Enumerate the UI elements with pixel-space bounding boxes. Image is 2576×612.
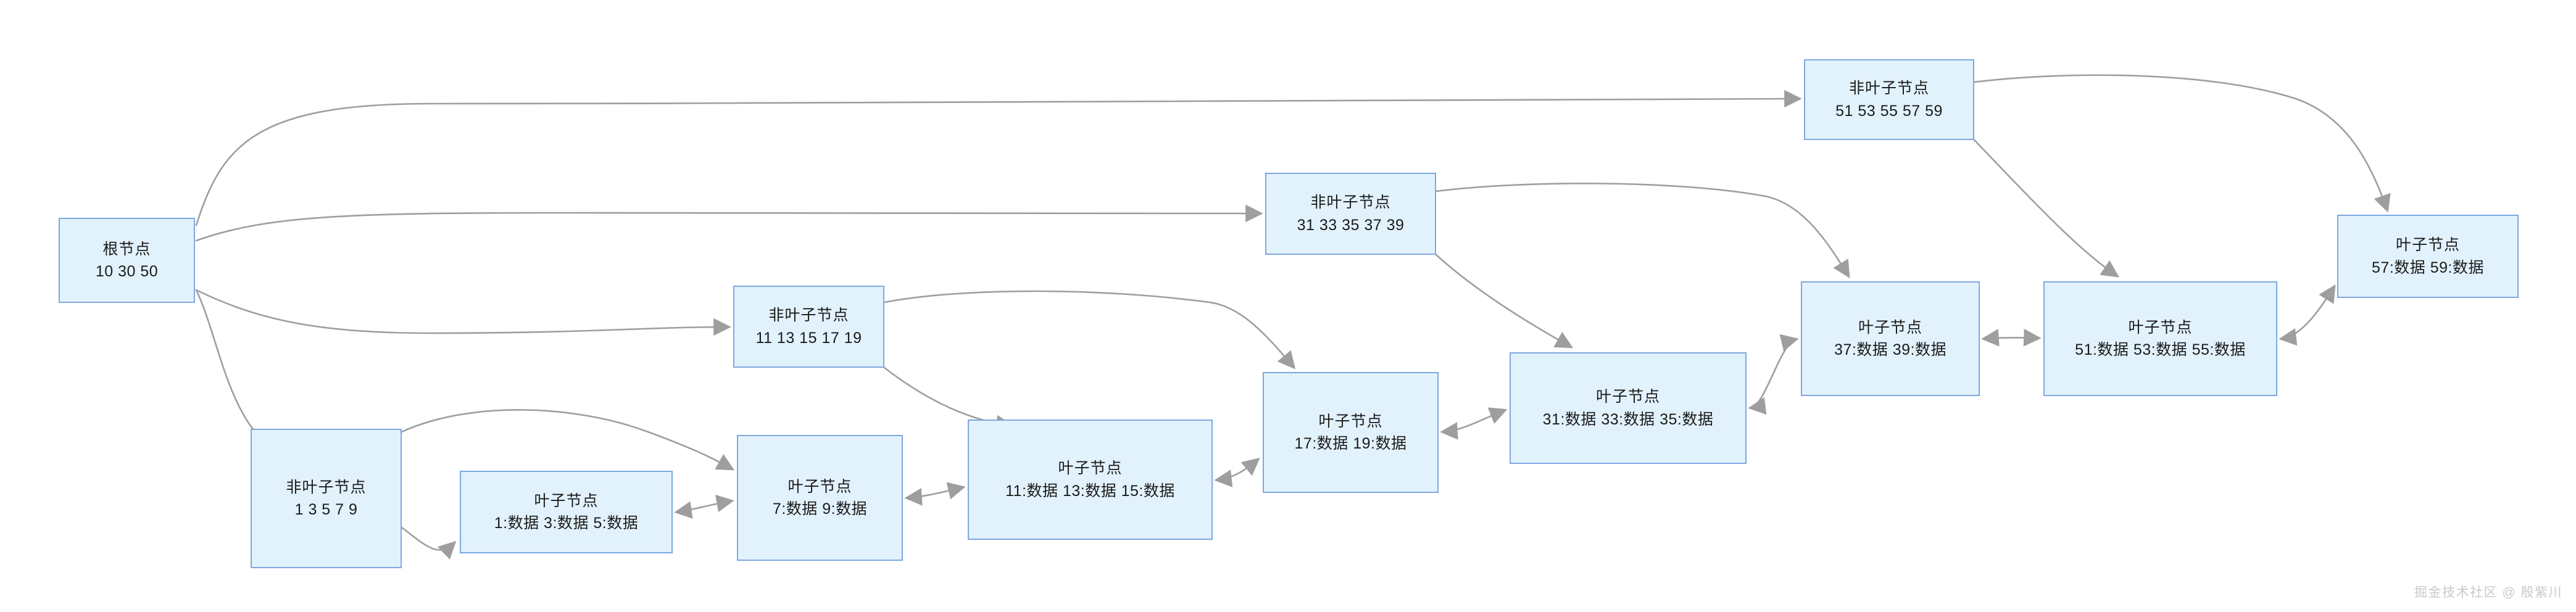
node-keys: 7:数据 9:数据	[772, 500, 868, 518]
node-keys: 1:数据 3:数据 5:数据	[494, 515, 639, 532]
node-title: 叶子节点	[2128, 318, 2193, 336]
node-keys: 31:数据 33:数据 35:数据	[1542, 410, 1714, 428]
node-leaf-11[interactable]: 叶子节点 11:数据 13:数据 15:数据	[968, 420, 1213, 540]
node-title: 叶子节点	[1058, 460, 1123, 478]
node-leaf-37[interactable]: 叶子节点 37:数据 39:数据	[1801, 281, 1980, 396]
edge-e-leaf31-leaf37	[1748, 334, 1799, 415]
node-leaf-31[interactable]: 叶子节点 31:数据 33:数据 35:数据	[1510, 352, 1747, 464]
edge-e-nl31-leaf31	[1435, 254, 1574, 349]
node-title: 非叶子节点	[768, 307, 849, 325]
edge-e-nl51-leaf51	[1973, 139, 2119, 278]
node-title: 叶子节点	[2395, 236, 2460, 254]
node-nonleaf-11[interactable]: 非叶子节点 11 13 15 17 19	[733, 286, 884, 368]
node-title: 叶子节点	[534, 492, 599, 510]
node-title: 非叶子节点	[1310, 194, 1391, 212]
node-keys: 11 13 15 17 19	[755, 329, 862, 347]
node-leaf-17[interactable]: 叶子节点 17:数据 19:数据	[1263, 372, 1439, 493]
node-title: 叶子节点	[787, 478, 852, 495]
node-leaf-57[interactable]: 叶子节点 57:数据 59:数据	[2337, 215, 2519, 298]
edge-e-root-nonleaf31	[195, 204, 1263, 242]
node-keys: 51:数据 53:数据 55:数据	[2075, 341, 2246, 358]
node-title: 叶子节点	[1858, 318, 1922, 336]
node-keys: 31 33 35 37 39	[1297, 216, 1405, 234]
node-nonleaf-31[interactable]: 非叶子节点 31 33 35 37 39	[1265, 173, 1436, 255]
node-keys: 37:数据 39:数据	[1834, 341, 1947, 358]
edge-e-leaf1-leaf7	[674, 494, 734, 519]
edge-e-nl11-leaf11	[883, 366, 1014, 433]
node-keys: 17:数据 19:数据	[1294, 435, 1407, 452]
watermark: 掘金技术社区 @ 殷紫川	[2414, 585, 2562, 600]
edge-e-leaf17-leaf31	[1440, 407, 1508, 440]
node-title: 叶子节点	[1595, 388, 1660, 406]
edge-e-nl51-leaf57	[1973, 74, 2391, 213]
edge-e-nl1-leaf1	[401, 526, 457, 560]
node-keys: 51 53 55 57 59	[1835, 102, 1943, 120]
node-nonleaf-1[interactable]: 非叶子节点 1 3 5 7 9	[251, 429, 402, 568]
node-title: 非叶子节点	[1848, 80, 1929, 97]
edge-e-leaf11-leaf17	[1214, 457, 1260, 487]
node-root[interactable]: 根节点 10 30 50	[59, 218, 195, 303]
node-title: 非叶子节点	[286, 478, 367, 496]
edge-e-root-nonleaf51	[195, 89, 1802, 226]
node-keys: 1 3 5 7 9	[294, 501, 358, 518]
edge-e-leaf7-leaf11	[904, 482, 966, 506]
node-nonleaf-51[interactable]: 非叶子节点 51 53 55 57 59	[1804, 59, 1974, 140]
edge-e-nl31-leaf37	[1435, 183, 1850, 279]
edge-e-nl1-leaf7	[401, 409, 735, 471]
node-keys: 10 30 50	[95, 263, 159, 280]
edge-e-root-nonleaf11	[195, 289, 731, 336]
node-keys: 11:数据 13:数据 15:数据	[1005, 482, 1175, 500]
edge-e-leaf51-leaf57	[2279, 284, 2336, 346]
node-keys: 57:数据 59:数据	[2372, 258, 2484, 276]
edge-e-leaf37-leaf51	[1981, 328, 2042, 347]
node-leaf-7[interactable]: 叶子节点 7:数据 9:数据	[737, 435, 903, 561]
node-leaf-1[interactable]: 叶子节点 1:数据 3:数据 5:数据	[460, 471, 673, 553]
edge-e-nl11-leaf17	[883, 290, 1296, 370]
node-title: 根节点	[102, 240, 151, 258]
node-title: 叶子节点	[1318, 412, 1383, 430]
node-leaf-51[interactable]: 叶子节点 51:数据 53:数据 55:数据	[2043, 281, 2277, 396]
